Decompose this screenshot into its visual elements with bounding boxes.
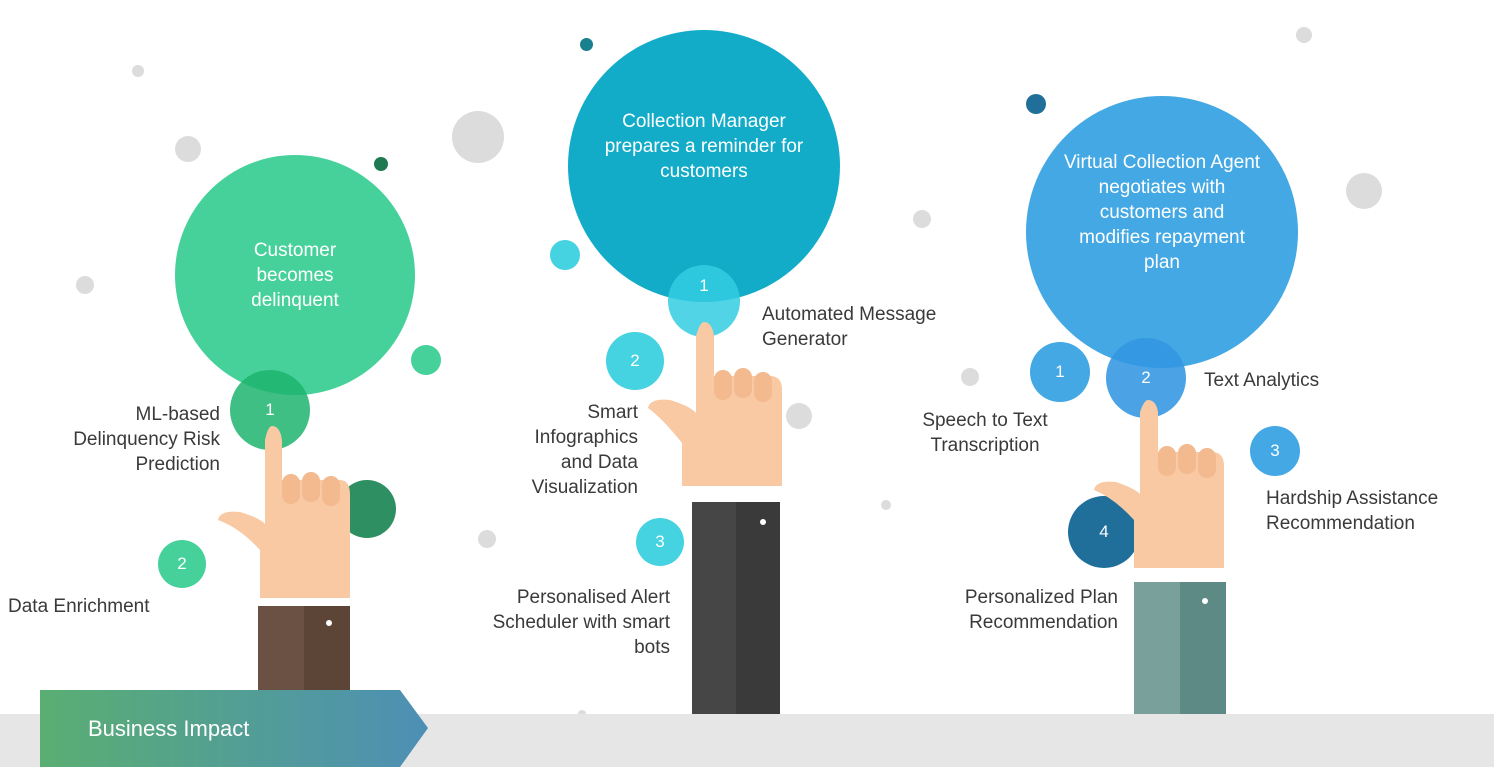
decor-dot: [961, 368, 979, 386]
step-number: 4: [1099, 522, 1109, 541]
stage-3-title: Virtual Collection Agent negotiates with…: [1063, 151, 1261, 273]
stage-1-step-2-badge: 2: [158, 540, 206, 588]
stage-2-title: Collection Manager prepares a reminder f…: [604, 110, 804, 182]
step-number: 2: [630, 351, 640, 370]
decor-dot: [1346, 173, 1382, 209]
business-impact-banner: Business Impact: [40, 690, 428, 767]
decor-dot: [881, 500, 891, 510]
stage-3-step-1-label: Speech to Text Transcription: [922, 410, 1048, 456]
stage-1-step-1-label: ML-based Delinquency Risk Prediction: [73, 404, 220, 475]
step-number: 3: [1270, 441, 1280, 460]
step-number: 2: [177, 554, 187, 573]
step-number: 1: [265, 400, 275, 419]
stage-1-title: Customer becomes delinquent: [251, 239, 339, 311]
stage-1-circle: Customer becomes delinquent: [175, 155, 415, 395]
decor-dot: [452, 111, 504, 163]
decor-dot: [374, 157, 388, 171]
step-number: 2: [1141, 368, 1151, 387]
business-impact-label: Business Impact: [88, 716, 250, 741]
stage-2-step-3-label: Personalised Alert Scheduler with smart …: [492, 587, 670, 658]
decor-dot: [1296, 27, 1312, 43]
pointing-hand-icon: [1094, 400, 1228, 718]
decor-dot: [132, 65, 144, 77]
stage-2-step-1-label: Automated Message Generator: [762, 304, 937, 350]
stage-3-step-3-label: Hardship Assistance Recommendation: [1266, 488, 1439, 534]
decor-dot: [175, 136, 201, 162]
stage-2-step-2-label: Smart Infographics and Data Visualizatio…: [531, 402, 638, 498]
decor-dot: [1026, 94, 1046, 114]
stage-2-step-2-badge: 2: [606, 332, 664, 390]
pointing-hand-icon: [648, 322, 782, 718]
decor-dot: [580, 38, 593, 51]
decor-dot: [411, 345, 441, 375]
stage-3-step-4-label: Personalized Plan Recommendation: [964, 587, 1118, 633]
stage-3-step-3-badge: 3: [1250, 426, 1300, 476]
decor-dot: [478, 530, 496, 548]
decor-dot: [76, 276, 94, 294]
stage-3-step-1-badge: 1: [1030, 342, 1090, 402]
decor-dot: [913, 210, 931, 228]
pointing-hand-icon: [218, 426, 352, 720]
step-number: 1: [699, 276, 709, 295]
step-number: 3: [655, 532, 665, 551]
step-number: 1: [1055, 362, 1065, 381]
stage-3-circle: Virtual Collection Agent negotiates with…: [1026, 96, 1298, 368]
stage-3-step-2-label: Text Analytics: [1204, 370, 1320, 391]
decor-dot: [786, 403, 812, 429]
stage-1-step-2-label: Data Enrichment: [8, 596, 150, 617]
stage-2-circle: Collection Manager prepares a reminder f…: [568, 30, 840, 302]
stage-2-step-3-badge: 3: [636, 518, 684, 566]
decor-dot: [550, 240, 580, 270]
